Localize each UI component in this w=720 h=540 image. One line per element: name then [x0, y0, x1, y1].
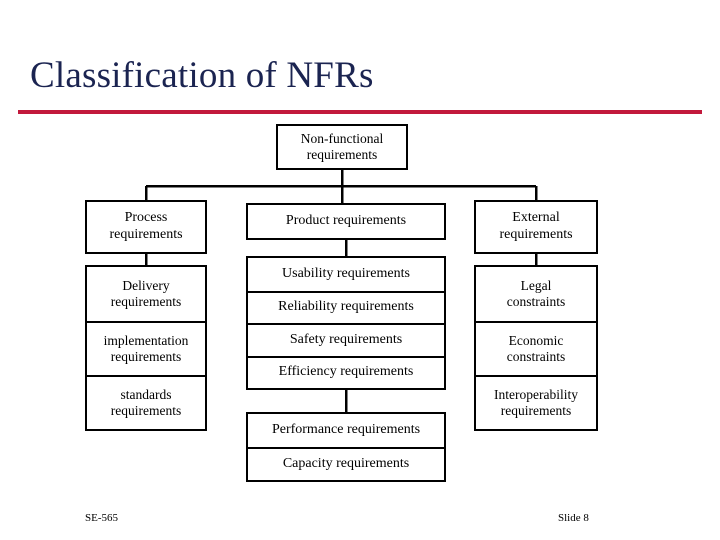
node-label: Product requirements	[248, 205, 444, 238]
node-label-line1: Product requirements	[285, 213, 407, 229]
node-label-line2: requirements	[110, 293, 182, 309]
node-label-line1: Legal	[520, 278, 552, 294]
title-divider	[18, 110, 702, 114]
node-label-line2: requirements	[306, 147, 378, 162]
node-label-line2: requirements	[110, 348, 182, 364]
node-reliability-requirements[interactable]: Reliability requirements	[248, 290, 444, 324]
node-implementation-requirements[interactable]: implementation requirements	[87, 320, 205, 375]
node-process-requirements[interactable]: Process requirements	[85, 200, 207, 254]
node-label: External requirements	[476, 202, 596, 252]
node-efficiency-requirements[interactable]: Efficiency requirements	[248, 355, 444, 389]
node-label-line1: Capacity requirements	[282, 456, 410, 472]
footer-course-code: SE-565	[85, 512, 118, 524]
page-title: Classification of NFRs	[30, 55, 374, 96]
node-label: Non-functional requirements	[278, 126, 406, 168]
node-label-line2: requirements	[500, 402, 572, 418]
node-product-requirements[interactable]: Product requirements	[246, 203, 446, 240]
footer-slide-number: Slide 8	[558, 512, 589, 524]
node-label-line2: constraints	[506, 293, 566, 309]
node-capacity-requirements[interactable]: Capacity requirements	[248, 447, 444, 480]
node-interoperability-requirements[interactable]: Interoperability requirements	[476, 374, 596, 429]
node-label-line1: Delivery	[122, 278, 170, 294]
node-safety-requirements[interactable]: Safety requirements	[248, 323, 444, 356]
node-group-product-children-upper: Usability requirements Reliability requi…	[246, 256, 446, 390]
node-label-line1: implementation	[103, 333, 189, 349]
node-economic-constraints[interactable]: Economic constraints	[476, 320, 596, 375]
node-legal-constraints[interactable]: Legal constraints	[476, 267, 596, 321]
node-usability-requirements[interactable]: Usability requirements	[248, 258, 444, 291]
node-label-line1: Economic	[508, 333, 564, 349]
node-label-line2: requirements	[109, 227, 183, 242]
node-label-line1: Performance requirements	[271, 422, 421, 438]
node-label-line2: requirements	[499, 227, 573, 242]
node-label-line2: requirements	[110, 402, 182, 418]
node-delivery-requirements[interactable]: Delivery requirements	[87, 267, 205, 321]
node-label-line1: Usability requirements	[282, 265, 410, 281]
node-label-line1: Efficiency requirements	[278, 364, 414, 380]
node-non-functional-requirements[interactable]: Non-functional requirements	[276, 124, 408, 170]
node-label: Process requirements	[87, 202, 205, 252]
node-label-line1: standards	[120, 387, 172, 403]
node-label-line1: Reliability requirements	[278, 299, 414, 315]
node-external-requirements[interactable]: External requirements	[474, 200, 598, 254]
node-label-line1: Process	[124, 210, 168, 226]
node-label-line1: External	[512, 210, 560, 226]
node-label-line1: Non-functional	[300, 131, 384, 147]
node-group-product-children-lower: Performance requirements Capacity requir…	[246, 412, 446, 482]
node-group-process-children: Delivery requirements implementation req…	[85, 265, 207, 431]
node-performance-requirements[interactable]: Performance requirements	[248, 414, 444, 447]
node-label-line1: Interoperability	[494, 387, 578, 403]
node-label-line1: Safety requirements	[289, 331, 403, 347]
node-standards-requirements[interactable]: standards requirements	[87, 374, 205, 429]
node-label-line2: constraints	[506, 348, 566, 364]
node-group-external-children: Legal constraints Economic constraints I…	[474, 265, 598, 431]
